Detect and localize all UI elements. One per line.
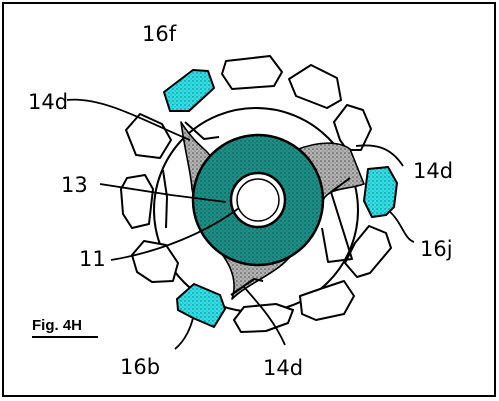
highlighted-pole-pieces <box>163 69 398 328</box>
inner-frame-line <box>321 177 353 263</box>
leader-16b <box>174 317 194 350</box>
pole-piece <box>233 303 294 333</box>
leader-14d-left <box>66 98 191 141</box>
figure-caption: Fig. 4H <box>32 317 82 334</box>
pole-piece <box>120 174 154 229</box>
pole-piece <box>299 280 355 321</box>
pole-piece-16f <box>163 69 215 112</box>
label-14d-right: 14d <box>413 159 453 183</box>
shaft-inner-edge <box>236 178 280 222</box>
label-16f: 16f <box>142 22 177 46</box>
shaft-11 <box>229 171 287 229</box>
pole-piece <box>288 64 342 109</box>
label-14d-bottom: 14d <box>263 356 303 380</box>
leader-11 <box>110 207 240 261</box>
label-16b: 16b <box>120 355 160 379</box>
pole-piece <box>125 113 172 159</box>
pole-piece <box>221 55 283 90</box>
label-13: 13 <box>61 173 88 197</box>
pole-piece-16b <box>176 283 226 328</box>
leader-14d-bottom <box>243 286 286 346</box>
inner-frame-line <box>162 169 168 229</box>
pole-piece <box>344 225 392 278</box>
label-11: 11 <box>79 247 106 271</box>
figure-frame <box>2 2 496 397</box>
inner-frame-lines <box>162 121 353 296</box>
leader-13 <box>99 183 227 203</box>
leader-lines <box>66 98 415 350</box>
pole-piece-16j <box>363 166 398 218</box>
leader-16j <box>388 210 415 243</box>
pole-piece <box>333 104 372 151</box>
label-16j: 16j <box>420 237 453 261</box>
inner-frame-line <box>230 278 264 296</box>
leader-14d-right <box>355 144 404 167</box>
inner-frame-line <box>184 121 220 140</box>
pole-piece <box>131 240 179 283</box>
label-14d-left: 14d <box>28 90 68 114</box>
